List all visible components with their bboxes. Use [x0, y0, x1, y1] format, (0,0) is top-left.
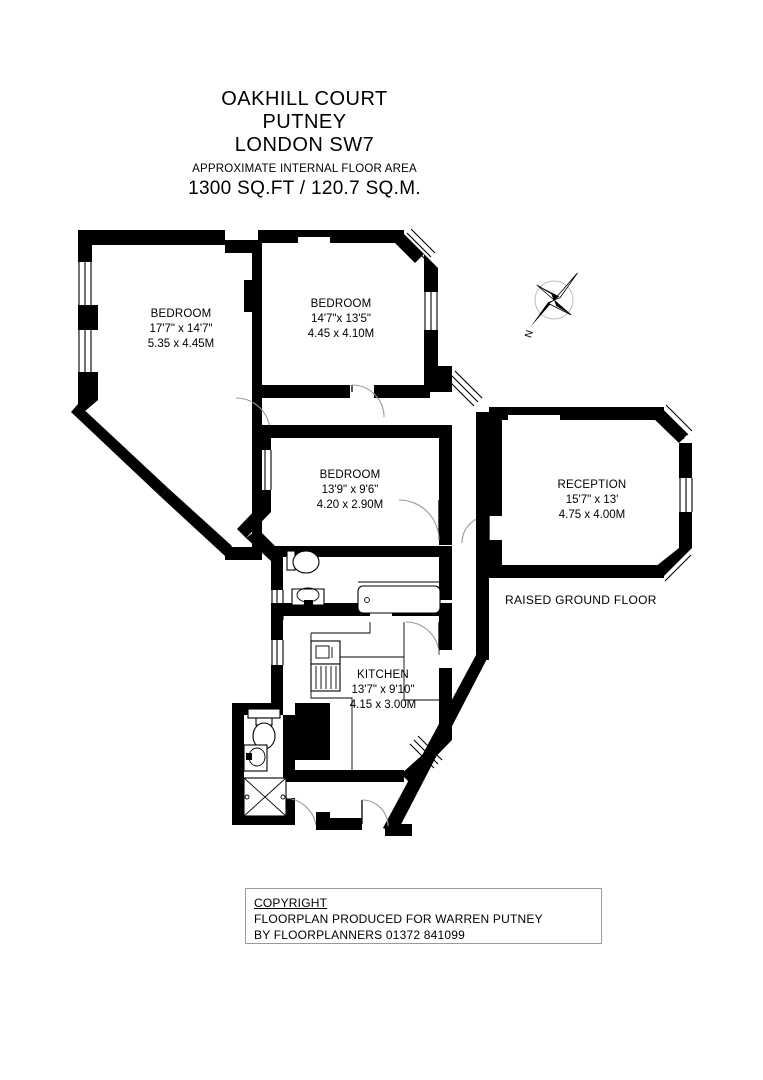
reception-bay-window-lower [656, 546, 692, 582]
bedroom-3-metric: 4.20 x 2.90M [317, 499, 383, 511]
kitchen-imperial: 13'7" x 9'10" [351, 684, 414, 696]
bedroom-2-metric: 4.45 x 4.10M [308, 328, 374, 340]
reception-walls [480, 407, 692, 578]
bedroom-1-walls [71, 230, 262, 560]
bedroom-1-metric: 5.35 x 4.45M [148, 338, 214, 350]
reception-imperial: 15'7" x 13' [566, 494, 619, 506]
property-area-name: PUTNEY [262, 111, 347, 133]
basin-lower-fixture [243, 744, 268, 772]
bedroom-2-window-right [424, 292, 438, 330]
copyright-line-1: FLOORPLAN PRODUCED FOR WARREN PUTNEY [254, 912, 543, 926]
copyright-heading: COPYRIGHT [254, 896, 328, 910]
room-label-bedroom-3: BEDROOM 13'9" x 9'6" 4.20 x 2.90M [317, 469, 383, 511]
floor-area-value: 1300 SQ.FT / 120.7 SQ.M. [188, 178, 421, 199]
kitchen-door [405, 621, 440, 656]
kitchen-metric: 4.15 x 3.00M [350, 699, 416, 711]
room-label-kitchen: KITCHEN 13'7" x 9'10" 4.15 x 3.00M [350, 669, 416, 711]
bedroom-2-bay-window-lower [446, 370, 483, 407]
reception-bay-window-upper [657, 404, 693, 440]
title-block: OAKHILL COURT PUTNEY LONDON SW7 APPROXIM… [0, 88, 686, 200]
reception-metric: 4.75 x 4.00M [559, 509, 625, 521]
room-label-bedroom-2: BEDROOM 14'7"x 13'5" 4.45 x 4.10M [308, 298, 374, 340]
bedroom-3-door [398, 499, 440, 541]
copyright-line-2: BY FLOORPLANNERS 01372 841099 [254, 928, 466, 942]
bedroom-2-name: BEDROOM [311, 298, 372, 310]
reception-window-right [679, 478, 693, 512]
bedroom-3-name: BEDROOM [320, 469, 381, 481]
kitchen-name: KITCHEN [357, 669, 409, 681]
floor-area-caption: APPROXIMATE INTERNAL FLOOR AREA [192, 163, 417, 175]
kitchen-bay-window [409, 735, 443, 769]
bedroom-1-window-lower [78, 330, 92, 372]
bedroom-2-walls [262, 230, 452, 398]
hall-entrance-walls [316, 412, 489, 836]
kitchen-sink-fixture [310, 640, 341, 665]
toilet-upper-fixture [286, 550, 320, 574]
property-name: OAKHILL COURT [221, 88, 388, 110]
toilet-lower-fixture [247, 708, 281, 750]
kitchen-counter-outline [310, 622, 439, 770]
room-label-bedroom-1: BEDROOM 17'7" x 14'7" 5.35 x 4.45M [148, 308, 214, 350]
bathroom-window-left [271, 590, 284, 620]
basin-upper-fixture [291, 587, 325, 606]
compass-north-label: N [523, 329, 536, 339]
entrance-window [334, 818, 358, 828]
property-city: LONDON SW7 [234, 134, 375, 156]
room-label-reception: RECEPTION 15'7" x 13' 4.75 x 4.00M [558, 479, 627, 521]
kitchen-window-left [271, 640, 284, 665]
bedroom-2-door [351, 384, 385, 418]
bedroom-3-imperial: 13'9" x 9'6" [322, 484, 379, 496]
kitchen-hob-fixture [310, 663, 341, 692]
bedroom-2-imperial: 14'7"x 13'5" [311, 313, 371, 325]
entrance-door [361, 799, 389, 827]
bedroom-1-window-upper [78, 262, 92, 305]
bathtub-fixture [357, 581, 441, 614]
compass-rose: N [523, 272, 578, 339]
bedroom-1-name: BEDROOM [151, 308, 212, 320]
floor-level-note: RAISED GROUND FLOOR [505, 593, 657, 607]
shower-tray-fixture [243, 777, 287, 817]
reception-name: RECEPTION [558, 479, 627, 491]
bedroom-2-bay-window-upper [402, 228, 436, 262]
bedroom-1-imperial: 17'7" x 14'7" [149, 323, 212, 335]
copyright-box: COPYRIGHT FLOORPLAN PRODUCED FOR WARREN … [245, 888, 602, 944]
bedroom-3-window-left [258, 450, 272, 490]
